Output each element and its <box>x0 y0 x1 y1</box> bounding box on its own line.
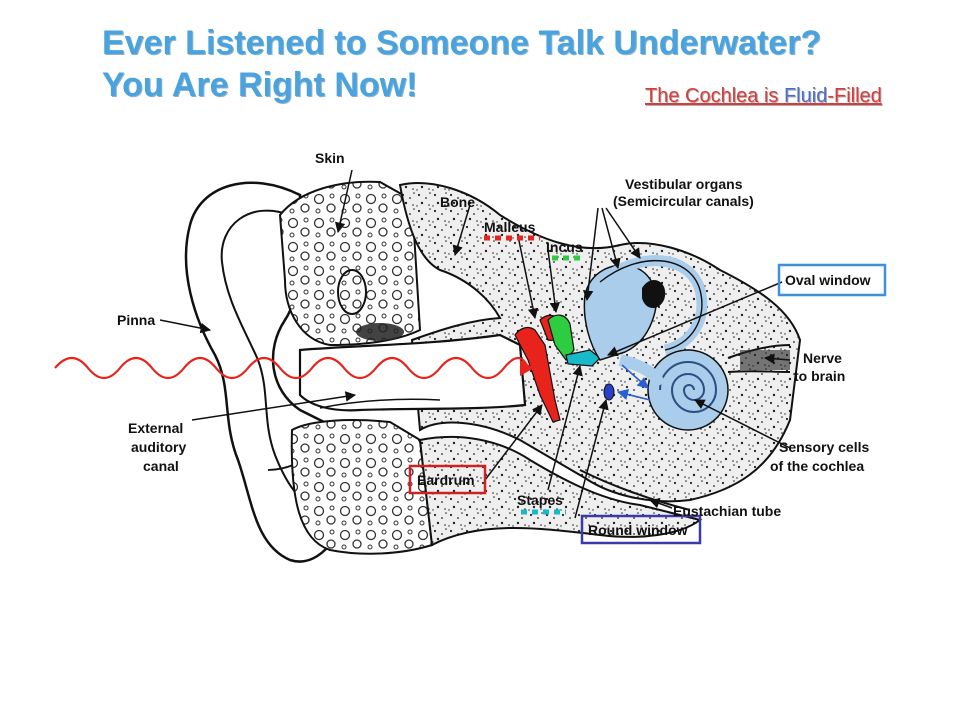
leader-round-window <box>574 398 609 519</box>
leader-bone <box>452 204 471 257</box>
stapes-bone <box>565 349 601 367</box>
label-sensory-line-1: Sensory cells <box>779 439 869 455</box>
sound-wave-arrowhead <box>520 360 534 376</box>
eustachian-tube <box>579 469 691 511</box>
label-external-line-3: canal <box>143 458 179 474</box>
cochlea-fluid-link[interactable]: The Cochlea is Fluid-Filled <box>645 84 882 108</box>
label-sensory-line-2: of the cochlea <box>770 458 864 474</box>
label-skin: Skin <box>315 150 345 166</box>
leader-external-canal <box>191 391 357 421</box>
leader-stapes <box>547 364 583 491</box>
title-line-2: You Are Right Now! <box>102 66 418 104</box>
leader-incus <box>547 249 560 314</box>
label-external-line-1: External <box>128 420 183 436</box>
slide-title: Ever Listened to Someone Talk Underwater… <box>102 22 821 106</box>
label-eustachian-tube: Eustachian tube <box>673 503 781 519</box>
leader-vestibular-2 <box>601 207 621 270</box>
label-nerve-line-2: to brain <box>794 368 845 384</box>
leader-skin <box>334 169 353 234</box>
label-vestibular-line-2: (Semicircular canals) <box>613 193 754 209</box>
label-nerve-line-1: Nerve <box>803 350 842 366</box>
label-oval-window: Oval window <box>785 272 871 288</box>
leader-vestibular-1 <box>582 207 599 302</box>
skin-tissue <box>278 180 434 555</box>
subtitle-part-1: The Cochlea is <box>645 85 784 107</box>
label-eardrum: Eardrum <box>417 472 475 488</box>
label-incus: Incus <box>546 239 583 255</box>
title-line-1: Ever Listened to Someone Talk Underwater… <box>102 24 822 62</box>
label-vestibular-line-1: Vestibular organs <box>625 176 743 192</box>
leader-eardrum <box>484 404 543 481</box>
sound-wave <box>54 356 530 380</box>
label-stapes: Stapes <box>517 492 563 508</box>
label-malleus: Malleus <box>484 219 536 235</box>
inner-ear <box>583 255 729 431</box>
fluid-arrow-down <box>621 364 649 389</box>
leader-vestibular-3 <box>605 207 641 259</box>
eardrum-box <box>408 464 487 495</box>
leader-pinna <box>159 319 212 334</box>
leader-eustachian <box>649 498 673 509</box>
label-external-line-2: auditory <box>131 439 186 455</box>
leader-nerve <box>763 353 791 364</box>
subtitle-fluid-word: Fluid <box>783 85 828 107</box>
label-bone: Bone <box>440 194 475 210</box>
label-pinna: Pinna <box>117 312 155 328</box>
leader-oval-window <box>607 281 783 357</box>
leader-sensory-cells <box>694 399 791 449</box>
oval-window-box <box>777 263 887 297</box>
subtitle-part-3: -Filled <box>827 85 882 107</box>
leader-malleus <box>517 235 539 320</box>
label-round-window: Round window <box>588 522 688 538</box>
fluid-arrow-back <box>616 389 651 401</box>
round-window-box <box>580 514 702 545</box>
